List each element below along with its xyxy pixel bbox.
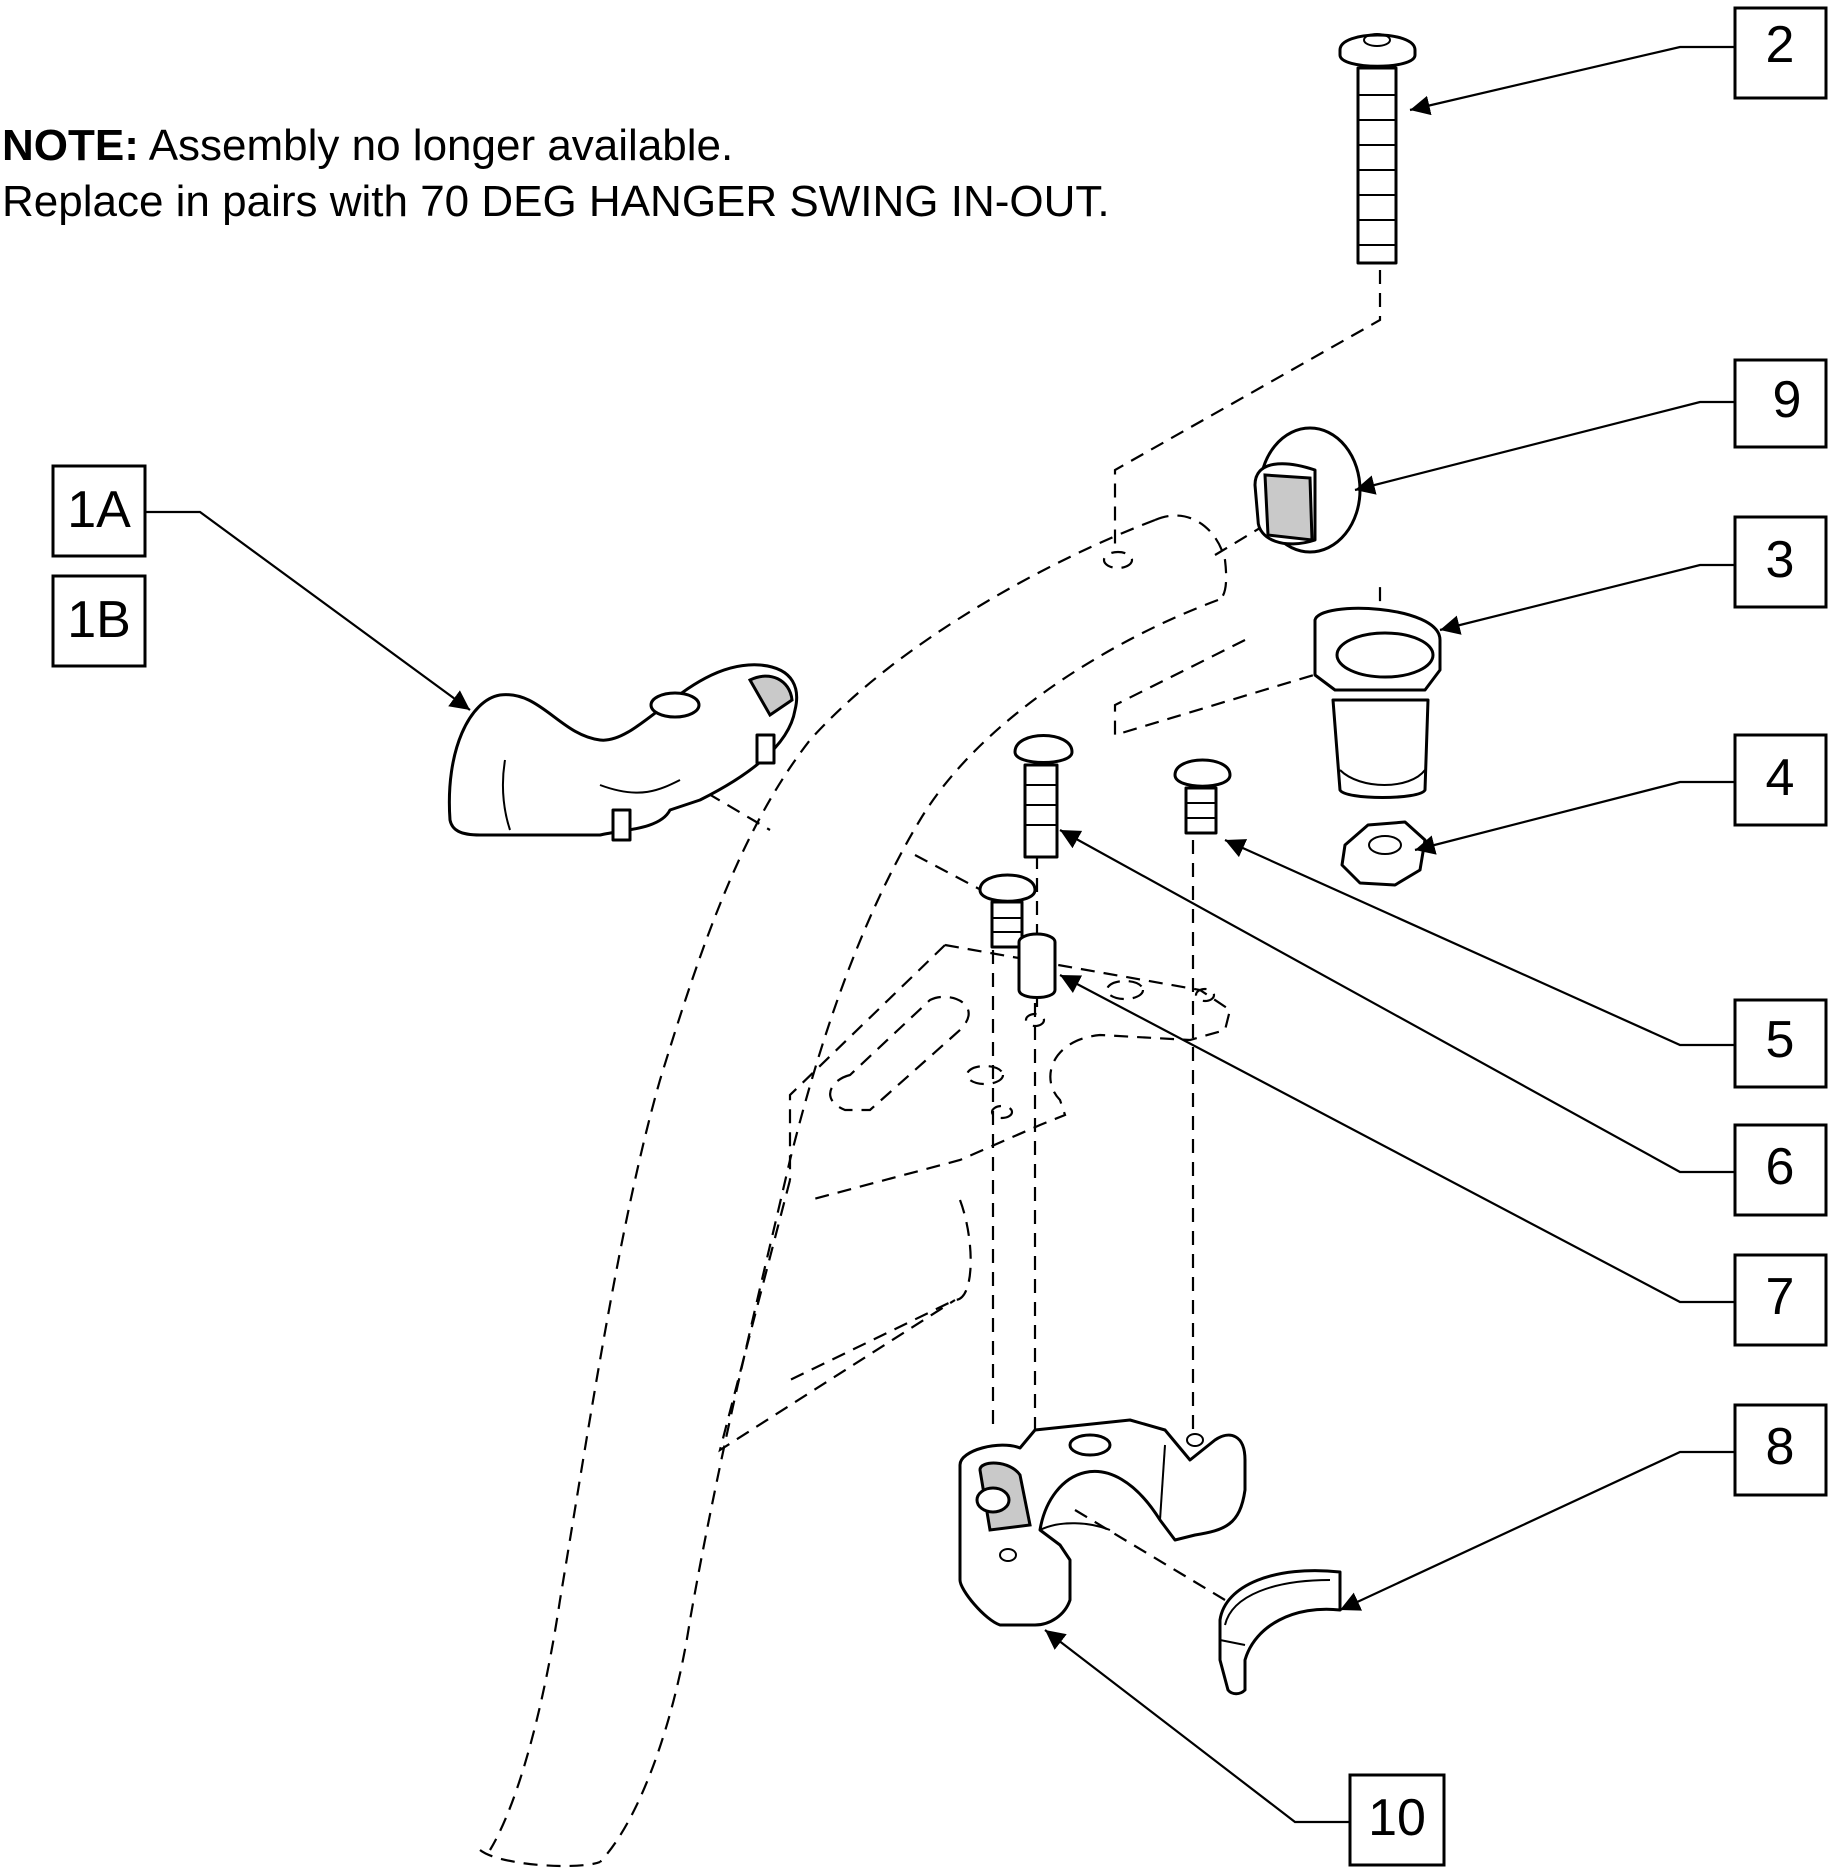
- callout-1a-label: 1A: [67, 481, 131, 539]
- pivot-collar-part: [1313, 606, 1442, 799]
- spacer-part: [1017, 932, 1057, 999]
- callout-8: 8: [1733, 1403, 1828, 1497]
- callout-6: 6: [1733, 1123, 1828, 1217]
- armrest-pad-part: [447, 663, 799, 842]
- callout-5-label: 5: [1766, 1011, 1795, 1069]
- callout-2-label: 2: [1766, 16, 1795, 74]
- callout-6-label: 6: [1766, 1138, 1795, 1196]
- front-screw-part: [978, 873, 1037, 949]
- clamp-insert-part: [1218, 1569, 1342, 1696]
- callout-4: 4: [1733, 733, 1828, 827]
- bracket-phantom: [718, 943, 1232, 1453]
- bushing-part: [1253, 426, 1362, 554]
- bolt-part: [1013, 734, 1074, 859]
- small-screw-part: [1173, 758, 1232, 835]
- note-text-1: Assembly no longer available.: [148, 121, 734, 170]
- assembly-note: NOTE: Assembly no longer available. Repl…: [2, 118, 1110, 230]
- note-line-2: Replace in pairs with 70 DEG HANGER SWIN…: [2, 177, 1110, 226]
- note-line-1: NOTE: Assembly no longer available.: [2, 118, 1110, 174]
- callout-7: 7: [1733, 1253, 1828, 1347]
- callout-1a: 1A: [51, 464, 147, 558]
- callout-4-label: 4: [1766, 749, 1795, 807]
- callout-8-label: 8: [1766, 1418, 1795, 1476]
- callout-2: 2: [1733, 6, 1828, 100]
- long-bolt-part: [1338, 33, 1417, 265]
- callout-1b: 1B: [51, 574, 147, 668]
- callout-7-label: 7: [1766, 1268, 1795, 1326]
- nut-part: [1340, 820, 1427, 887]
- clamp-body-part: [958, 1418, 1247, 1627]
- callout-3-label: 3: [1766, 531, 1795, 589]
- callout-1b-label: 1B: [67, 591, 131, 649]
- callout-3: 3: [1733, 515, 1828, 609]
- callout-9: 9: [1733, 358, 1828, 449]
- leader-lines: [146, 45, 1735, 1824]
- note-heading: NOTE:: [2, 121, 139, 170]
- callout-10: 10: [1348, 1773, 1446, 1867]
- callout-10-label: 10: [1368, 1789, 1426, 1847]
- frame-tube-phantom: [479, 514, 1228, 1868]
- callout-9-label: 9: [1773, 371, 1802, 429]
- callout-5: 5: [1733, 998, 1828, 1089]
